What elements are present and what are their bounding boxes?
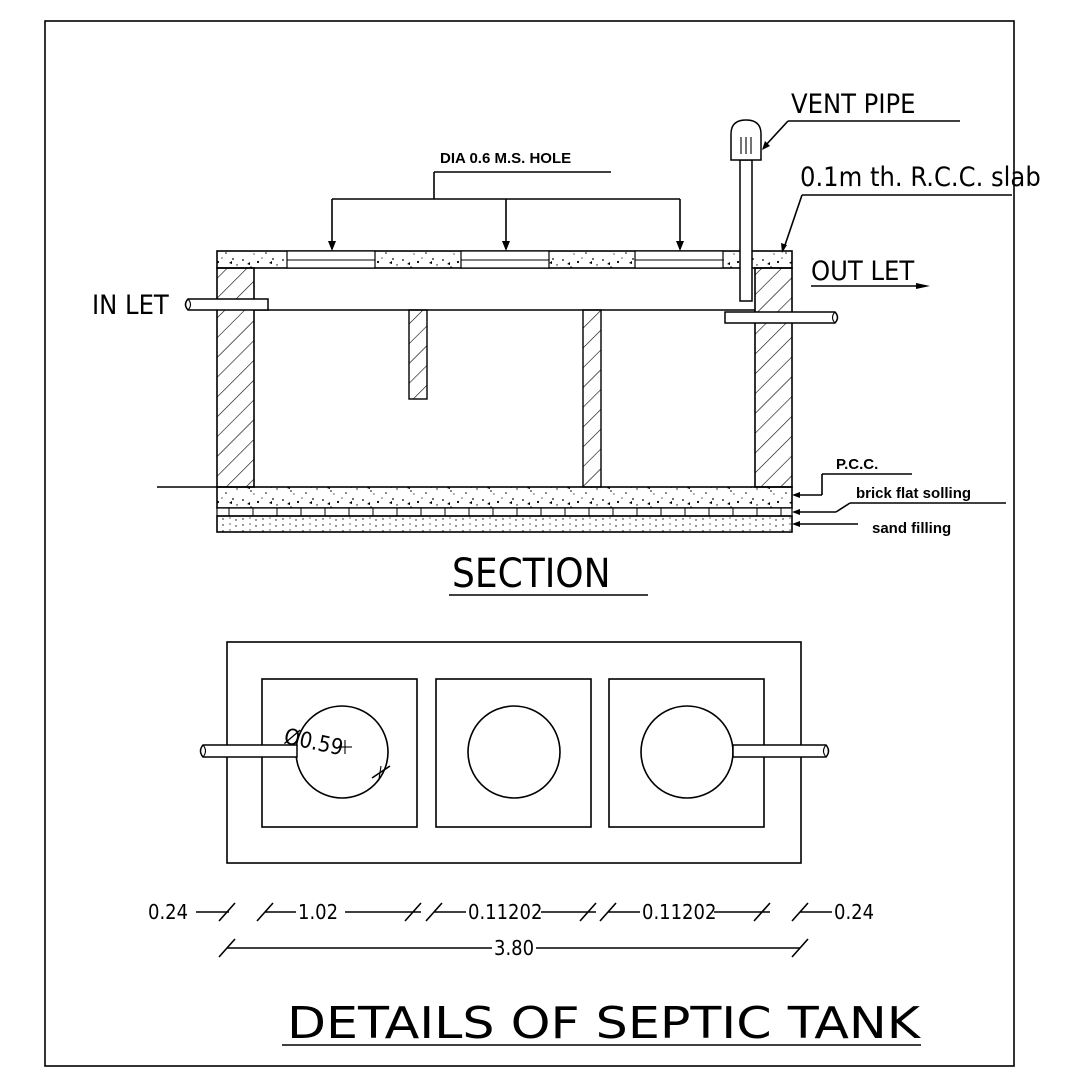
dim-0-24-right: 0.24: [834, 900, 874, 924]
section-view: DIA 0.6 M.S. HOLE VENT PIPE 0.1m th. R.C…: [92, 89, 1041, 597]
outlet-label: OUT LET: [811, 256, 914, 287]
main-title: DETAILS OF SEPTIC TANK: [287, 998, 921, 1049]
manhole-2: [467, 705, 561, 799]
brick-joints: [228, 508, 782, 516]
sand-filling-leader: [792, 521, 858, 527]
diameter-tick: [371, 765, 391, 779]
plan-view: Ø0.59: [199, 641, 830, 864]
dim-total: 3.80: [494, 936, 534, 960]
dim-1-02: 1.02: [298, 900, 338, 924]
right-wall: [754, 267, 793, 488]
vent-pipe-label: VENT PIPE: [791, 89, 915, 120]
dia-hole-leader: [328, 171, 684, 251]
brick-solling-layer: [216, 507, 793, 517]
rcc-slab-label: 0.1m th. R.C.C. slab: [800, 162, 1041, 193]
pcc-label: P.C.C.: [836, 456, 878, 473]
brick-solling-leader: [792, 502, 1006, 515]
sand-filling-layer: [216, 515, 793, 533]
inlet-label: IN LET: [92, 290, 169, 321]
manhole-3: [640, 705, 734, 799]
dimension-chain: 0.24 1.02 0.11202 0.11202 0.24 3.80: [148, 900, 874, 960]
vent-pipe-leader: [762, 120, 960, 150]
section-title: SECTION: [452, 551, 611, 597]
brick-solling-label: brick flat solling: [856, 485, 971, 502]
vent-pipe: [739, 159, 753, 302]
pcc-leader: [792, 473, 912, 498]
drawing-frame: [44, 20, 1015, 1067]
outlet-arrow: [916, 283, 930, 289]
dim-0-11202-a: 0.11202: [468, 900, 542, 924]
outlet-pipe: [724, 311, 839, 324]
rcc-slab-leader: [781, 194, 1012, 253]
plan-inlet-pipe: [199, 744, 298, 758]
inlet-pipe: [184, 298, 269, 311]
chamber-2: [435, 678, 592, 828]
dim-0-11202-b: 0.11202: [642, 900, 716, 924]
pcc-layer: [216, 486, 793, 509]
dim-0-24-left: 0.24: [148, 900, 188, 924]
sand-filling-label: sand filling: [872, 520, 951, 537]
dia-hole-label: DIA 0.6 M.S. HOLE: [440, 150, 571, 167]
plan-outlet-pipe: [732, 744, 830, 758]
baffle-wall-1: [408, 309, 428, 400]
baffle-wall-2: [582, 309, 602, 488]
